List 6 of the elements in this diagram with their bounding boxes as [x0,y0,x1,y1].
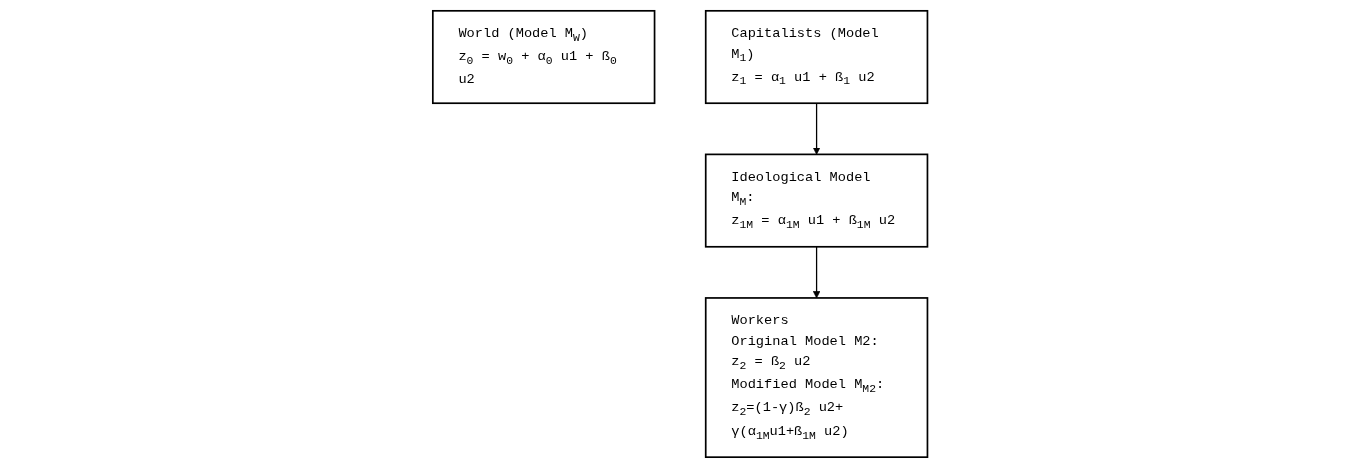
node-box: Capitalists (Model M$_{1}$) z$_{1}$ = α$_{1}$ u1 + ß$_{1}$ u2 [704,9,929,105]
node-box: Workers Original Model M2: z$_{2}$ = ß$_{2}$ u2 Modified Model M$_{M2}$: z$_{2}$=(1-γ)ß$_{2}$ u2+ γ(α$_{1M}$u1+ß$_{1M}$ u2) [704,297,929,458]
node-box: Ideological Model M$_{M}$: z$_{1M}$ = α$_{1M}$ u1 + ß$_{1M}$ u2 [704,153,929,248]
arrow [812,246,821,299]
arrow [812,102,821,155]
node-box: World (Model M$_{W}$) z$_{0}$ = w$_{0}$ + α$_{0}$ u1 + ß$_{0}$ u2 [431,9,656,105]
